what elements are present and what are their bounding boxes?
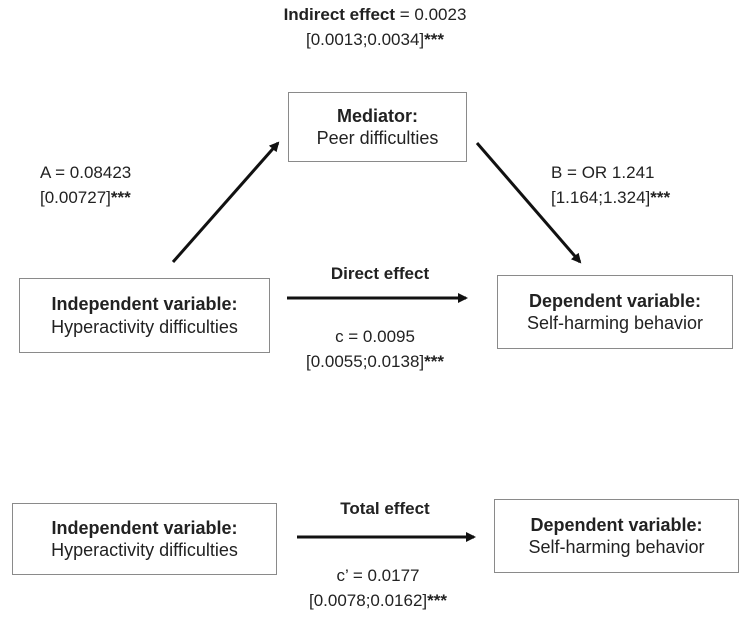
mediator-title: Mediator: xyxy=(337,105,418,126)
path-a-value: A = 0.08423 xyxy=(40,163,132,182)
total-effect-values: c’ = 0.0177 [0.0078;0.0162]*** xyxy=(268,564,488,613)
direct-effect-values: c = 0.0095 [0.0055;0.0138]*** xyxy=(265,325,485,374)
mediator-box: Mediator: Peer difficulties xyxy=(288,92,467,162)
dependent-variable-box: Dependent variable: Self-harming behavio… xyxy=(497,275,733,349)
path-b-label: B = OR 1.241 [1.164;1.324]*** xyxy=(551,161,670,210)
independent-variable-name: Hyperactivity difficulties xyxy=(51,316,238,337)
path-a-arrow xyxy=(171,141,280,263)
total-independent-variable-name: Hyperactivity difficulties xyxy=(51,540,238,560)
total-independent-variable-box: Independent variable: Hyperactivity diff… xyxy=(12,503,277,575)
path-a-significance: *** xyxy=(110,187,131,207)
dependent-variable-name: Self-harming behavior xyxy=(526,313,704,333)
total-effect-title: Total effect xyxy=(340,499,430,518)
indirect-effect-significance: *** xyxy=(424,29,445,49)
dependent-variable-title: Dependent variable: xyxy=(528,290,702,311)
indirect-effect-ci: [0.0013;0.0034] xyxy=(305,29,425,49)
independent-variable-title: Independent variable: xyxy=(51,294,238,314)
total-effect-value: c’ = 0.0177 xyxy=(336,566,420,585)
indirect-effect-value: = 0.0023 xyxy=(395,5,467,24)
total-effect-significance: *** xyxy=(427,590,448,610)
indirect-effect-title: Indirect effect xyxy=(283,5,396,24)
total-dependent-variable-name: Self-harming behavior xyxy=(528,537,705,557)
path-b-arrow xyxy=(475,142,582,264)
total-independent-variable-title: Independent variable: xyxy=(51,517,238,538)
path-a-ci: [0.00727] xyxy=(40,187,111,207)
direct-effect-title: Direct effect xyxy=(330,264,430,283)
path-b-significance: *** xyxy=(650,187,671,207)
direct-effect-value: c = 0.0095 xyxy=(335,327,415,346)
direct-effect-ci: [0.0055;0.0138] xyxy=(305,351,425,371)
direct-effect-significance: *** xyxy=(424,351,445,371)
path-a-label: A = 0.08423 [0.00727]*** xyxy=(40,161,131,210)
total-dependent-variable-box: Dependent variable: Self-harming behavio… xyxy=(494,499,739,573)
indirect-effect-label: Indirect effect = 0.0023 [0.0013;0.0034]… xyxy=(250,3,500,52)
total-dependent-variable-title: Dependent variable: xyxy=(530,514,703,535)
total-effect-ci: [0.0078;0.0162] xyxy=(308,590,428,610)
path-b-ci: [1.164;1.324] xyxy=(551,187,651,207)
mediator-name: Peer difficulties xyxy=(316,128,439,148)
independent-variable-box: Independent variable: Hyperactivity diff… xyxy=(19,278,270,353)
path-b-value: B = OR 1.241 xyxy=(551,163,655,182)
